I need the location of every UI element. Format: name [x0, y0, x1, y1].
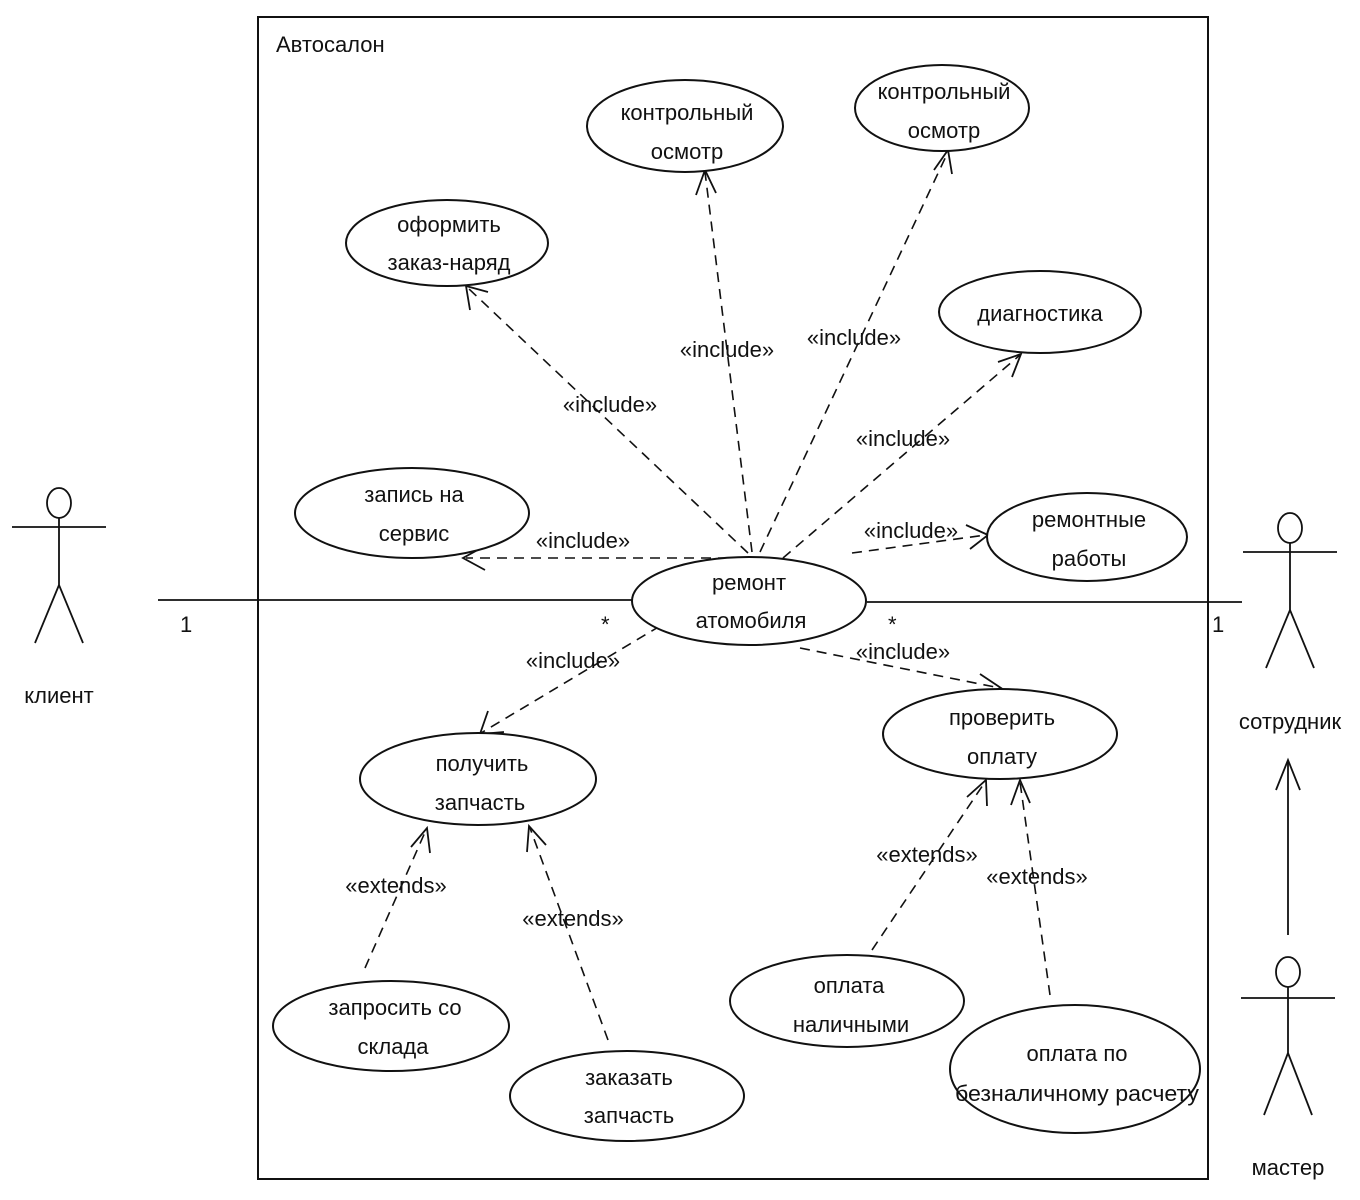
usecase-check-payment[interactable]: проверить оплату [882, 688, 1118, 780]
usecase-inspection-2[interactable]: контрольный осмотр [854, 64, 1030, 152]
extends-request-warehouse [364, 825, 431, 969]
extends-pay-cashless [1010, 777, 1051, 996]
usecase-pay-cash-line-1: оплата [814, 973, 886, 998]
include-get-part [478, 625, 661, 736]
usecase-appointment-line-1: запись на [364, 482, 464, 507]
usecase-work-order-line-2: заказ-наряд [388, 250, 511, 275]
usecase-inspection-1-line-2: осмотр [651, 139, 723, 164]
actor-master[interactable]: мастер [1241, 956, 1335, 1180]
actor-employee-label: сотрудник [1239, 709, 1342, 734]
actor-client[interactable]: клиент [12, 487, 106, 708]
stereotype-include-get-part: «include» [526, 648, 620, 673]
include-diagnostics [782, 352, 1023, 559]
usecase-order-part-line-2: запчасть [584, 1103, 674, 1128]
usecase-check-payment-line-2: оплату [967, 744, 1037, 769]
usecase-order-part[interactable]: заказать запчасть [509, 1050, 745, 1142]
stereotype-include-inspection-2: «include» [807, 325, 901, 350]
stereotype-include-check-payment: «include» [856, 639, 950, 664]
usecase-inspection-2-line-1: контрольный [878, 79, 1011, 104]
usecase-get-part-line-1: получить [436, 751, 529, 776]
usecase-request-warehouse-line-2: склада [357, 1034, 429, 1059]
usecase-get-part-line-2: запчасть [435, 790, 525, 815]
generalization-master-employee [1275, 757, 1301, 935]
usecase-diagnostics[interactable]: диагностика [938, 270, 1142, 354]
usecase-inspection-2-line-2: осмотр [908, 118, 980, 143]
usecase-inspection-1[interactable]: контрольный осмотр [586, 79, 784, 173]
stereotype-extends-request-warehouse: «extends» [345, 873, 447, 898]
multiplicity-usecase-left: * [601, 612, 610, 637]
usecase-request-warehouse[interactable]: запросить со склада [272, 980, 510, 1072]
usecase-pay-cash-line-2: наличными [793, 1012, 909, 1037]
extends-order-part [526, 823, 609, 1041]
usecase-order-part-line-1: заказать [585, 1065, 673, 1090]
actor-client-label: клиент [24, 683, 93, 708]
usecase-repair-works-line-2: работы [1052, 546, 1127, 571]
usecase-pay-cashless-line-2: безналичному расчету [955, 1081, 1199, 1106]
usecase-work-order-line-1: оформить [397, 212, 501, 237]
usecase-check-payment-line-1: проверить [949, 705, 1055, 730]
usecase-car-repair-line-1: ремонт [712, 570, 786, 595]
usecase-repair-works[interactable]: ремонтные работы [986, 492, 1188, 582]
usecase-pay-cash[interactable]: оплата наличными [729, 954, 965, 1048]
system-title: Автосалон [276, 32, 385, 57]
stereotype-extends-order-part: «extends» [522, 906, 624, 931]
stereotype-extends-pay-cash: «extends» [876, 842, 978, 867]
multiplicity-usecase-right: * [888, 612, 897, 637]
multiplicity-employee-end: 1 [1212, 612, 1224, 637]
actor-employee[interactable]: сотрудник [1239, 512, 1342, 734]
stereotype-include-work-order: «include» [563, 392, 657, 417]
usecase-pay-cashless[interactable]: оплата по безналичному расчету [949, 1004, 1201, 1134]
usecase-car-repair[interactable]: ремонт атомобиля [631, 556, 867, 646]
multiplicity-client-end: 1 [180, 612, 192, 637]
stereotype-extends-pay-cashless: «extends» [986, 864, 1088, 889]
stereotype-include-repair-works: «include» [864, 518, 958, 543]
usecase-pay-cashless-line-1: оплата по [1026, 1041, 1127, 1066]
usecase-repair-works-line-1: ремонтные [1032, 507, 1146, 532]
usecase-appointment[interactable]: запись на сервис [294, 467, 530, 559]
usecase-request-warehouse-line-1: запросить со [328, 995, 461, 1020]
usecase-appointment-line-2: сервис [379, 521, 449, 546]
usecase-get-part[interactable]: получить запчасть [359, 732, 597, 826]
include-inspection-2 [759, 147, 953, 553]
extends-pay-cash [871, 778, 988, 951]
stereotype-include-appointment: «include» [536, 528, 630, 553]
stereotype-include-inspection-1: «include» [680, 337, 774, 362]
usecase-diagnostics-line-1: диагностика [977, 301, 1103, 326]
usecase-car-repair-line-2: атомобиля [696, 608, 807, 633]
usecase-inspection-1-line-1: контрольный [621, 100, 754, 125]
system-boundary [257, 16, 1209, 1180]
stereotype-include-diagnostics: «include» [856, 426, 950, 451]
actor-master-label: мастер [1252, 1155, 1325, 1180]
usecase-work-order[interactable]: оформить заказ-наряд [345, 199, 549, 287]
